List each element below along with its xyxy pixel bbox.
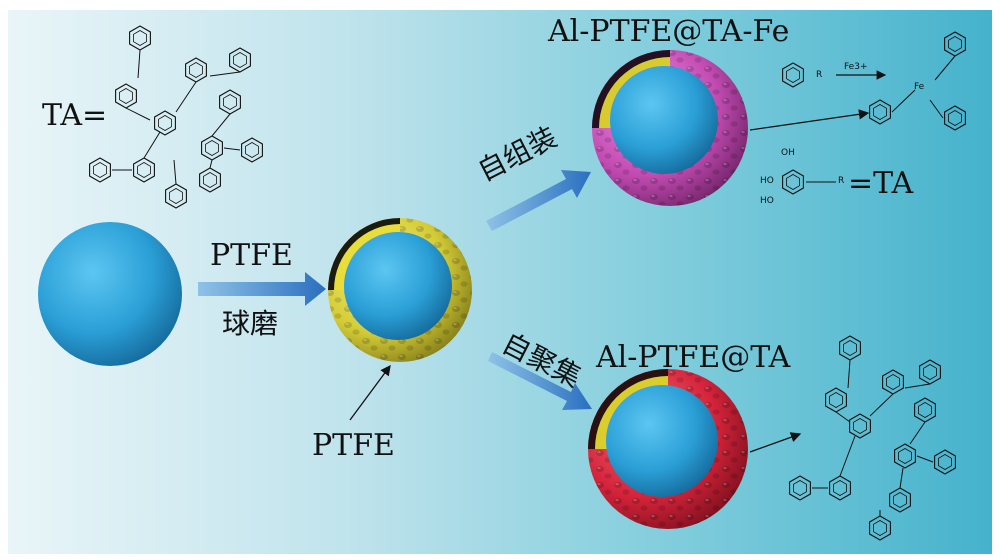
- fe3-label: Fe3+: [844, 62, 868, 72]
- ta-coated-sphere: [588, 369, 748, 529]
- ta-equals-label: TA=: [42, 98, 108, 133]
- ta-molecule-top: [89, 25, 263, 209]
- al-sphere: [38, 222, 182, 366]
- ho-label: HO: [760, 176, 774, 186]
- fe-atom-label: Fe: [914, 82, 925, 92]
- ptfe-coated-sphere: [328, 218, 472, 362]
- ptfe-pointer-line: [349, 364, 391, 421]
- product-ta-title: Al-PTFE@TA: [596, 340, 791, 375]
- equals-ta-label: =TA: [848, 166, 914, 201]
- oh-label: OH: [781, 148, 795, 158]
- self-assembly-arrow: [486, 170, 591, 231]
- product-fe-title: Al-PTFE@TA-Fe: [548, 14, 790, 49]
- ptfe-pointer-label: PTFE: [312, 428, 395, 463]
- ta-molecule-bottom: [789, 335, 956, 541]
- self-aggregation-arrow: [488, 352, 592, 410]
- fe-structure-pointer: [749, 109, 870, 131]
- ball-mill-label: 球磨: [222, 307, 279, 340]
- fe-complex-structure: [782, 31, 966, 195]
- ta-structure-pointer: [749, 432, 802, 453]
- ptfe-process-label: PTFE: [210, 238, 293, 273]
- r-group-label: R: [816, 70, 823, 80]
- ball-mill-arrow: [198, 272, 326, 306]
- r-group-label-2: R: [838, 176, 845, 186]
- ho-label-2: HO: [760, 196, 774, 206]
- ta-fe-coated-sphere: [592, 50, 748, 206]
